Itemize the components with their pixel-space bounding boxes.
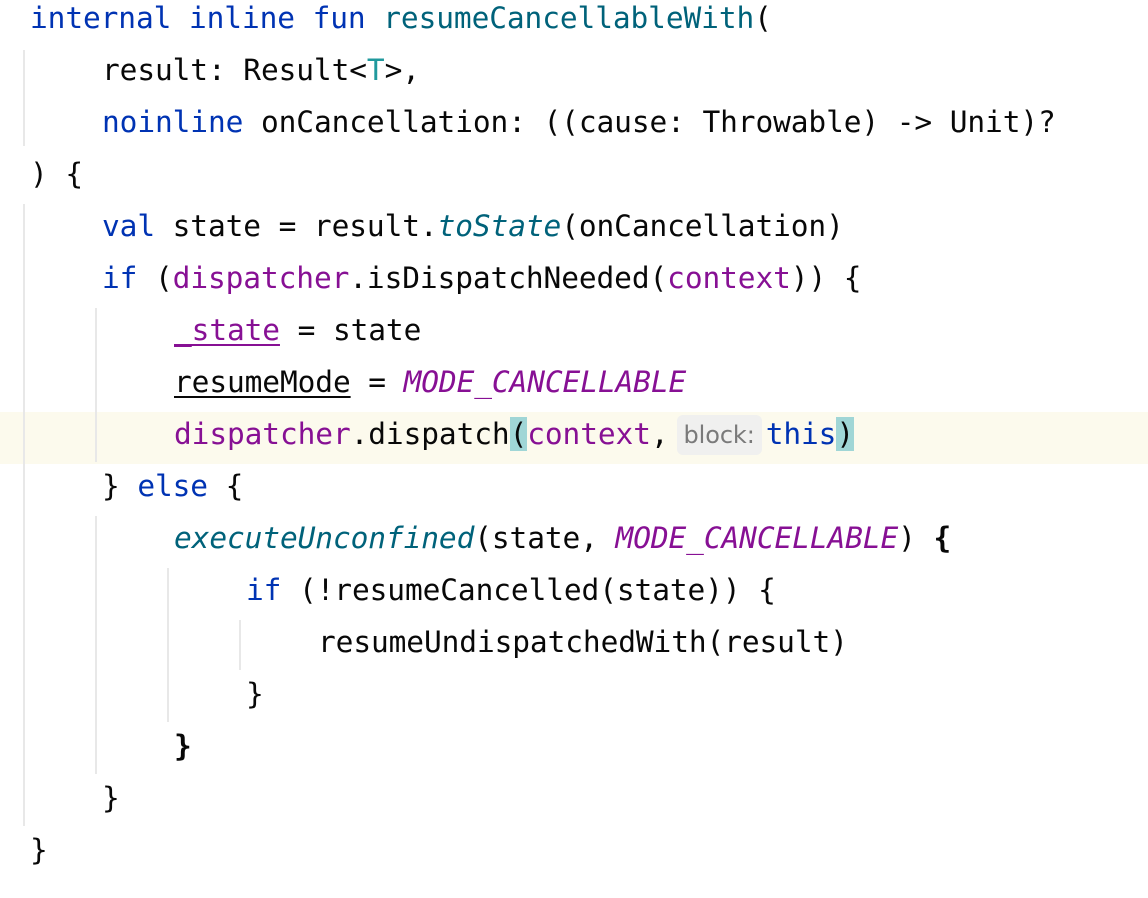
code-token: val xyxy=(102,209,155,243)
code-line[interactable]: } xyxy=(0,672,1148,724)
code-token: executeUnconfined xyxy=(174,521,475,555)
code-line[interactable]: resumeMode = MODE_CANCELLABLE xyxy=(0,360,1148,412)
code-token: internal xyxy=(30,1,172,35)
code-line[interactable]: executeUnconfined(state, MODE_CANCELLABL… xyxy=(0,516,1148,568)
code-token: .dispatch xyxy=(350,417,510,451)
code-line[interactable]: noinline onCancellation: ((cause: Throwa… xyxy=(0,100,1148,152)
code-token: inline xyxy=(188,1,295,35)
code-line[interactable]: result: Result<T>, xyxy=(0,48,1148,100)
code-token: fun xyxy=(312,1,366,35)
code-token: = xyxy=(350,365,404,399)
matched-paren: ) xyxy=(836,417,855,451)
code-token: = state xyxy=(279,313,422,347)
code-line[interactable]: internal inline fun resumeCancellableWit… xyxy=(0,0,1148,48)
code-token: context xyxy=(667,261,791,295)
code-line[interactable]: val state = result.toState(onCancellatio… xyxy=(0,204,1148,256)
code-token: } xyxy=(102,469,138,503)
code-line[interactable]: if (dispatcher.isDispatchNeeded(context)… xyxy=(0,256,1148,308)
code-token: (state, xyxy=(474,521,616,555)
code-line-text: } xyxy=(102,776,120,820)
code-token: context xyxy=(527,417,651,451)
code-token: resumeCancellableWith xyxy=(383,1,755,35)
code-token: MODE_CANCELLABLE xyxy=(403,365,687,399)
code-line[interactable]: } xyxy=(0,776,1148,828)
code-line-text: noinline onCancellation: ((cause: Throwa… xyxy=(102,100,1056,144)
code-token xyxy=(366,1,384,35)
code-line-text: } xyxy=(174,724,192,768)
code-token: )) { xyxy=(790,261,862,295)
code-token: .isDispatchNeeded( xyxy=(349,261,668,295)
code-token: { xyxy=(207,469,244,503)
code-line-text: resumeMode = MODE_CANCELLABLE xyxy=(174,360,686,404)
code-line-text: } else { xyxy=(102,464,243,508)
indent-guide xyxy=(95,516,97,774)
code-token: ( xyxy=(137,261,173,295)
code-token: resumeMode xyxy=(174,365,351,399)
indent-guide xyxy=(167,568,169,722)
code-token: } xyxy=(246,677,264,711)
code-token: ( xyxy=(754,1,772,35)
code-line-text: ) { xyxy=(30,152,83,196)
code-token: dispatcher xyxy=(174,417,351,451)
code-token: (onCancellation) xyxy=(561,209,844,243)
indent-guide xyxy=(239,620,241,670)
code-token: _state xyxy=(174,313,280,347)
code-token: T xyxy=(366,53,385,87)
code-line-text: val state = result.toState(onCancellatio… xyxy=(102,204,844,248)
code-line-text: resumeUndispatchedWith(result) xyxy=(318,620,848,664)
code-line[interactable]: } xyxy=(0,828,1148,880)
code-token: } xyxy=(174,729,192,763)
code-token xyxy=(171,1,189,35)
indent-guide xyxy=(23,50,25,146)
code-token: result: Result< xyxy=(102,53,367,87)
indent-guide xyxy=(95,308,97,462)
code-token: dispatcher xyxy=(172,261,350,295)
code-token: if xyxy=(246,573,282,607)
code-token: resumeUndispatchedWith(result) xyxy=(318,625,848,659)
code-token: toState xyxy=(437,209,562,243)
code-line-text: result: Result<T>, xyxy=(102,48,420,92)
code-token: else xyxy=(137,469,208,503)
parameter-name-hint: block: xyxy=(676,415,762,455)
code-line[interactable]: } else { xyxy=(0,464,1148,516)
code-token: state = result. xyxy=(154,209,438,243)
code-line[interactable]: _state = state xyxy=(0,308,1148,360)
code-token xyxy=(295,1,313,35)
code-token: } xyxy=(102,781,120,815)
indent-guide xyxy=(23,204,25,826)
code-token: ) xyxy=(898,521,934,555)
code-line-text: dispatcher.dispatch(context,block:this) xyxy=(174,412,854,456)
code-token: , xyxy=(650,417,669,451)
code-line[interactable]: if (!resumeCancelled(state)) { xyxy=(0,568,1148,620)
code-line-text: if (!resumeCancelled(state)) { xyxy=(246,568,776,612)
matched-paren: ( xyxy=(509,417,528,451)
code-token: } xyxy=(30,833,48,867)
code-token: { xyxy=(933,521,952,555)
code-token: MODE_CANCELLABLE xyxy=(615,521,899,555)
code-line-text: executeUnconfined(state, MODE_CANCELLABL… xyxy=(174,516,951,560)
code-line-text: _state = state xyxy=(174,308,421,352)
code-line[interactable]: resumeUndispatchedWith(result) xyxy=(0,620,1148,672)
code-line-text: } xyxy=(30,828,48,872)
code-token: (!resumeCancelled(state)) { xyxy=(281,573,776,607)
code-line-text: if (dispatcher.isDispatchNeeded(context)… xyxy=(102,256,862,300)
code-line[interactable]: ) { xyxy=(0,152,1148,204)
code-token: onCancellation: ((cause: Throwable) -> U… xyxy=(243,105,1056,139)
code-token: >, xyxy=(384,53,420,87)
code-line-text: } xyxy=(246,672,264,716)
code-token: ) { xyxy=(30,157,83,191)
code-line[interactable]: } xyxy=(0,724,1148,776)
current-code-line[interactable]: dispatcher.dispatch(context,block:this) xyxy=(0,412,1148,464)
code-line-text: internal inline fun resumeCancellableWit… xyxy=(30,0,772,40)
code-token: if xyxy=(102,261,138,295)
code-token: noinline xyxy=(102,105,244,139)
code-token: this xyxy=(765,417,837,451)
